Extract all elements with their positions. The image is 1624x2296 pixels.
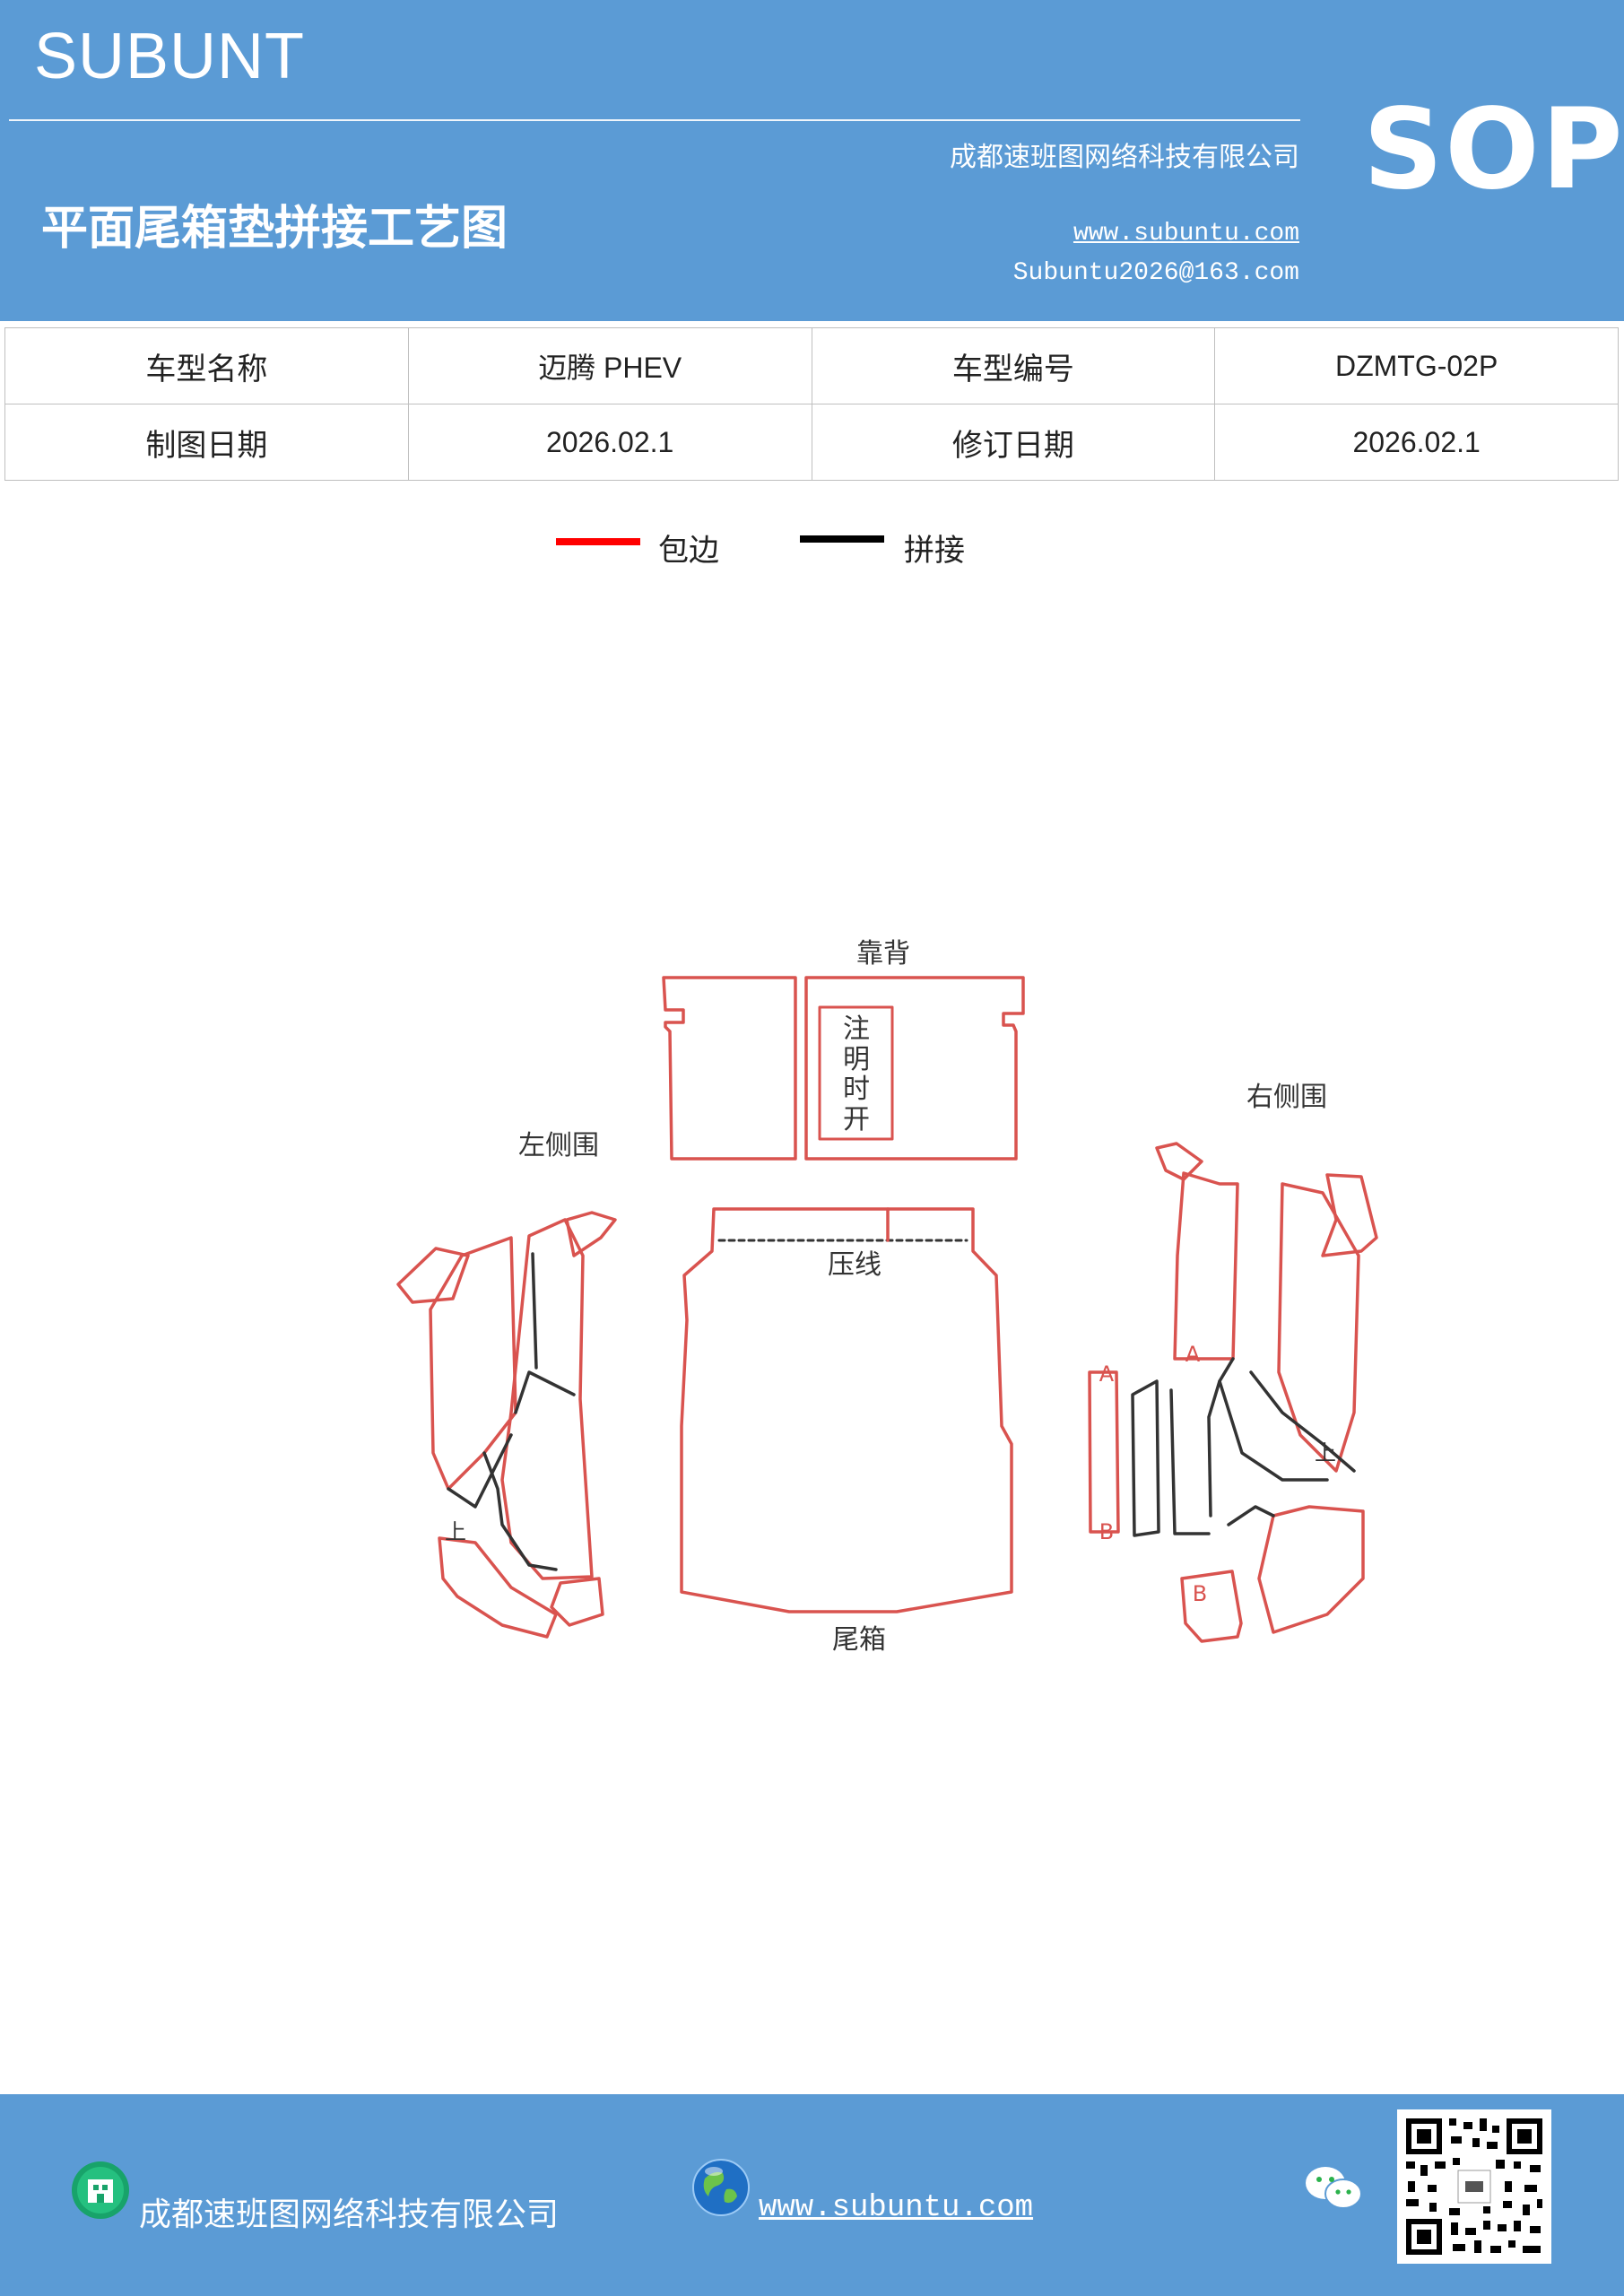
globe-icon: [692, 2159, 750, 2216]
header-divider: [9, 119, 1300, 121]
footer-website-link[interactable]: www.subuntu.com: [759, 2191, 1034, 2225]
right-seam-6: [1131, 1379, 1160, 1537]
value-revision-date: 2026.02.1: [1214, 404, 1619, 481]
note-box: [818, 1005, 894, 1141]
label-note-2: 明: [843, 1044, 870, 1075]
sop-badge: SOP: [1363, 85, 1624, 214]
label-crease: 压线: [828, 1249, 881, 1281]
right-side-lower-b: [1180, 1570, 1243, 1643]
left-side-upper: [429, 1236, 517, 1491]
trunk-panel: [680, 1207, 1013, 1613]
right-side-front: [1155, 1142, 1203, 1181]
right-seam-2: [1169, 1388, 1211, 1535]
left-side-lower: [438, 1536, 558, 1639]
left-seam-2: [482, 1451, 558, 1571]
building-icon: [72, 2161, 129, 2219]
label-mark-b-strip: B: [1099, 1519, 1114, 1544]
label-note-1: 注: [843, 1013, 870, 1045]
header-website-link[interactable]: www.subuntu.com: [1073, 220, 1299, 248]
label-model-name: 车型名称: [4, 327, 409, 404]
label-backrest: 靠背: [856, 938, 910, 970]
label-up-left: 上: [445, 1519, 466, 1544]
legend-swatch-edge: [556, 538, 640, 545]
vehicle-info-table: 车型名称 迈腾 PHEV 车型编号 DZMTG-02P 制图日期 2026.02…: [4, 327, 1619, 481]
label-note-3: 时: [843, 1074, 870, 1105]
right-seam-3: [1218, 1379, 1329, 1482]
brand-name: SUBUNT: [34, 21, 306, 92]
legend-swatch-seam: [800, 535, 884, 543]
value-model-code: DZMTG-02P: [1214, 327, 1619, 404]
left-side-front-tab: [396, 1247, 470, 1304]
header-banner: SUBUNT 成都速班图网络科技有限公司 平面尾箱垫拼接工艺图 www.subu…: [0, 0, 1624, 321]
header-email[interactable]: Subuntu2026@163.com: [1012, 259, 1299, 287]
right-side-upper: [1173, 1171, 1239, 1361]
label-mark-a-strip: A: [1099, 1361, 1115, 1387]
legend-label-edge: 包边: [658, 533, 719, 569]
right-side-lower: [1257, 1505, 1365, 1634]
backrest-left-panel: [662, 976, 797, 1161]
value-model-name: 迈腾 PHEV: [407, 327, 812, 404]
label-drawing-date: 制图日期: [4, 404, 409, 481]
qr-code: [1397, 2109, 1551, 2264]
table-row: 制图日期 2026.02.1 修订日期 2026.02.1: [4, 404, 1619, 481]
right-side-rear: [1277, 1182, 1360, 1473]
label-right-side: 右侧围: [1246, 1082, 1327, 1113]
right-side-rear-top: [1321, 1173, 1378, 1257]
qr-code-icon: [1406, 2118, 1542, 2255]
label-mark-a-side: A: [1185, 1342, 1201, 1367]
right-seam-4: [1249, 1370, 1356, 1473]
label-revision-date: 修订日期: [811, 404, 1216, 481]
left-seam-1: [514, 1370, 576, 1414]
label-trunk: 尾箱: [832, 1624, 886, 1656]
backrest-right-panel: [804, 976, 1025, 1161]
left-seam-3: [447, 1433, 513, 1509]
legend-label-seam: 拼接: [904, 533, 965, 569]
label-note-4: 开: [843, 1104, 870, 1135]
header-company: 成都速班图网络科技有限公司: [950, 142, 1299, 173]
value-drawing-date: 2026.02.1: [407, 404, 812, 481]
label-left-side: 左侧围: [518, 1130, 599, 1161]
label-up-right: 上: [1315, 1440, 1336, 1465]
table-row: 车型名称 迈腾 PHEV 车型编号 DZMTG-02P: [4, 327, 1619, 404]
right-strip-ab: [1088, 1370, 1120, 1534]
label-model-code: 车型编号: [811, 327, 1216, 404]
footer-company: 成都速班图网络科技有限公司: [139, 2196, 560, 2233]
right-seam-5: [1227, 1505, 1275, 1526]
document-title: 平面尾箱垫拼接工艺图: [41, 201, 508, 256]
right-seam-1: [1207, 1357, 1235, 1518]
wechat-icon: [1306, 2167, 1362, 2209]
left-seam-4: [531, 1252, 538, 1370]
left-side-rear-top: [565, 1211, 617, 1257]
label-mark-b-side: B: [1193, 1581, 1207, 1606]
left-side-lower-tab: [550, 1577, 604, 1627]
